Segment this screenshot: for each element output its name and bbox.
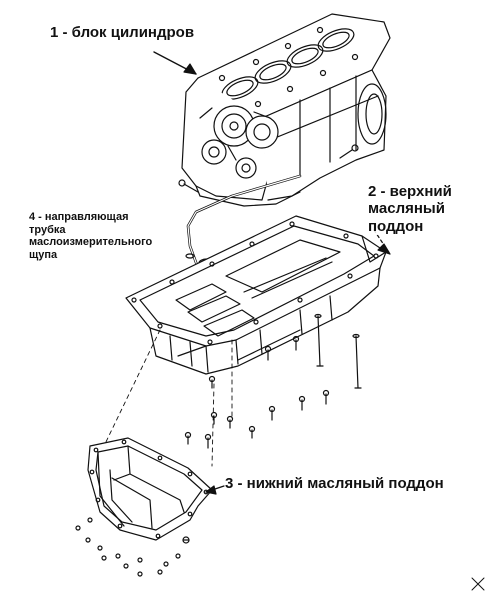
upper-oil-pan-arrow <box>373 229 391 255</box>
corner-mark-icon <box>471 577 485 591</box>
dipstick-tube-label-line-4: щупа <box>29 248 58 261</box>
upper-oil-pan-label-line-3: поддон <box>368 217 424 235</box>
dipstick-tube-label-line-1: 4 - направляющая <box>29 211 129 223</box>
dipstick-tube-label-line-2: трубка <box>29 223 66 236</box>
lower-pan-bolts <box>75 517 181 577</box>
dipstick-tube-label: 4 - направляющая трубка маслоизмерительн… <box>29 211 153 262</box>
upper-oil-pan-label: 2 - верхний масляный поддон <box>368 183 452 235</box>
lower-oil-pan-drawing <box>87 437 213 544</box>
lower-oil-pan-arrow <box>205 485 225 495</box>
cylinder-block-arrow <box>153 51 197 75</box>
mounting-bolts <box>184 313 362 449</box>
cylinder-block-label: 1 - блок цилиндров <box>50 24 195 42</box>
cylinder-block-drawing <box>178 13 391 207</box>
lower-oil-pan-label: 3 - нижний масляный поддон <box>225 475 444 493</box>
upper-oil-pan-label-line-2: масляный <box>368 200 445 218</box>
dipstick-tube-label-line-3: маслоизмерительного <box>29 236 153 249</box>
alignment-lines <box>103 329 233 467</box>
upper-oil-pan-drawing <box>125 215 387 375</box>
upper-oil-pan-label-line-1: 2 - верхний <box>368 183 452 200</box>
